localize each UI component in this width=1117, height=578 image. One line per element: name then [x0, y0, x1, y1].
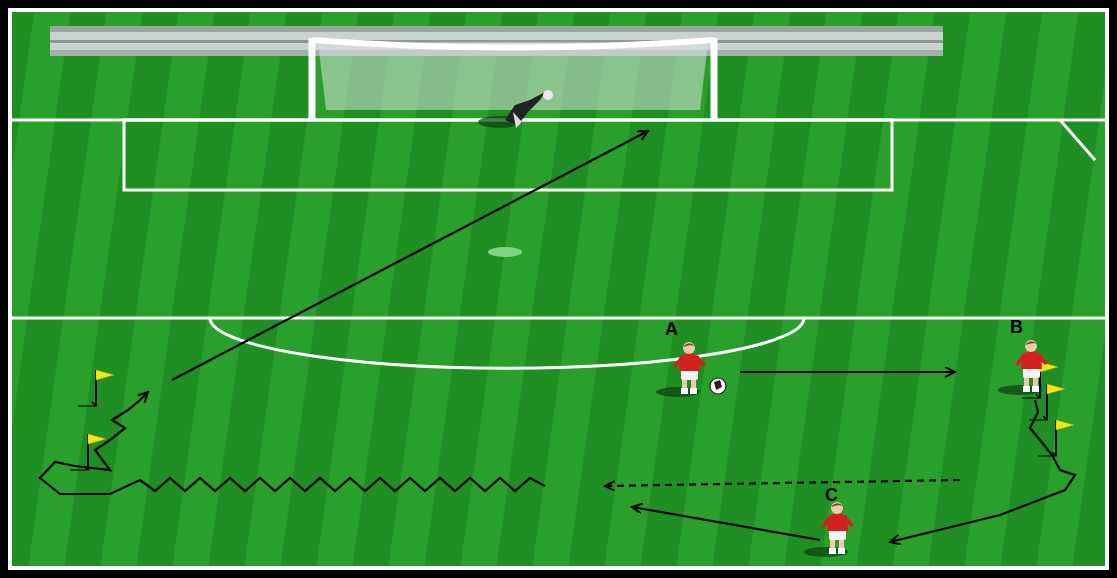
- goalkeeper: [478, 90, 553, 128]
- player-letter: C: [825, 486, 838, 504]
- player-letter: A: [665, 320, 678, 338]
- player-letter: B: [1010, 318, 1023, 336]
